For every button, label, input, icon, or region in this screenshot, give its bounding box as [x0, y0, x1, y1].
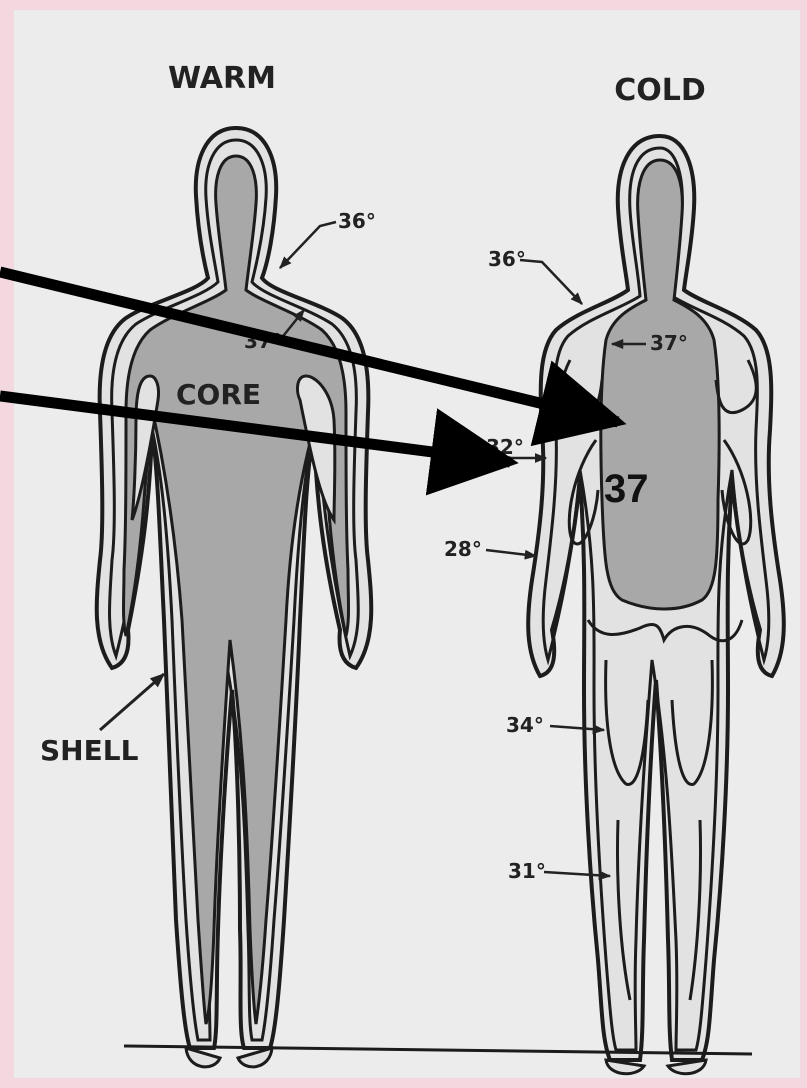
warm-shell-temp-label: 36°	[338, 209, 376, 233]
warm-shell-label: SHELL	[40, 734, 139, 767]
cold-trunk-temp-label: 37°	[650, 331, 688, 355]
warm-title: WARM	[168, 61, 276, 96]
overlay-value-label: 37	[604, 467, 649, 511]
warm-core-label: CORE	[176, 378, 261, 411]
cold-title: COLD	[614, 73, 706, 108]
cold-forearm-temp-label: 28°	[444, 537, 482, 561]
cold-calf-temp-label: 31°	[508, 859, 546, 883]
cold-thigh-temp-label: 34°	[506, 713, 544, 737]
